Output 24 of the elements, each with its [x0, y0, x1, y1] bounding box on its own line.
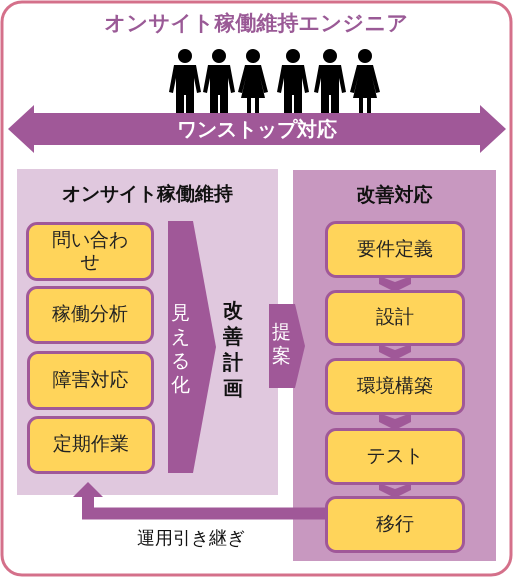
chevron-band: 見える化 [168, 221, 216, 473]
panel-heading: 改善対応 [356, 183, 434, 208]
double-arrow-band: ワンストップ対応 [8, 105, 506, 153]
arrow [73, 482, 325, 520]
process-box: テスト [325, 428, 465, 485]
process-box: 移行 [325, 496, 465, 553]
diagram-title: オンサイト稼働維持エンジニア [104, 10, 410, 37]
arrow [379, 276, 411, 292]
arrow [379, 413, 411, 430]
process-box: 要件定義 [325, 221, 465, 278]
panel-background [293, 170, 496, 561]
process-box: 障害対応 [27, 351, 154, 410]
process-box: 環境構築 [325, 358, 465, 415]
vertical-label: 改善計画 [223, 297, 249, 401]
process-box: 稼働分析 [26, 286, 154, 344]
process-box: 定期作業 [27, 416, 155, 474]
arrow [379, 344, 411, 360]
arrow [379, 483, 411, 498]
process-box: 問い合わせ [26, 222, 154, 281]
panel-heading: オンサイト稼働維持 [61, 182, 234, 207]
arrow [269, 304, 305, 388]
edge-label: 提案 [272, 320, 292, 368]
process-box: 設計 [325, 290, 465, 346]
edge-label: 運用引き継ぎ [137, 528, 245, 550]
